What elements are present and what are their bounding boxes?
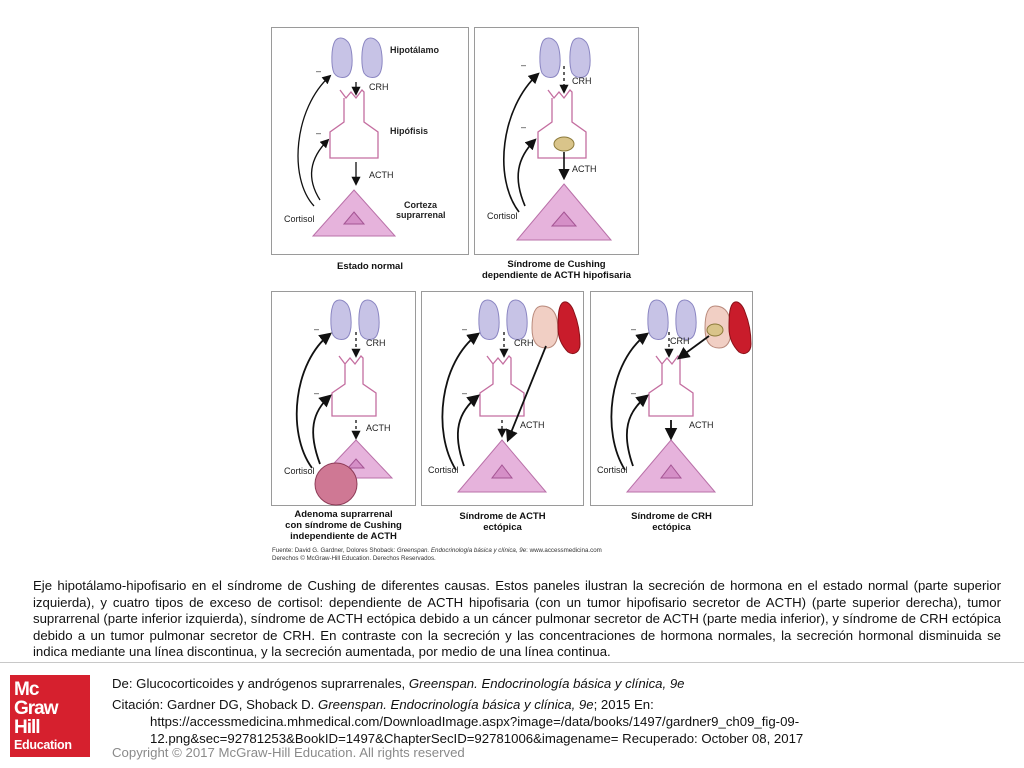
label-cortisol: Cortisol — [284, 214, 315, 224]
minus-sign: – — [316, 128, 322, 138]
label-crh: CRH — [366, 338, 386, 348]
pituitary-shape — [479, 355, 525, 417]
pituitary-tumor — [553, 136, 575, 152]
citation-line: Citación: Gardner DG, Shoback D. Greensp… — [112, 697, 654, 712]
minus-sign: – — [314, 388, 320, 398]
label-cortisol: Cortisol — [428, 465, 459, 475]
label-acth: ACTH — [689, 420, 714, 430]
caption-ectopic-crh: Síndrome de CRH ectópica — [631, 511, 712, 533]
adrenal-shape — [625, 439, 717, 493]
label-crh: CRH — [514, 338, 534, 348]
caption-normal: Estado normal — [337, 261, 403, 272]
hypothalamus-shape — [478, 299, 528, 340]
label-cortisol: Cortisol — [284, 466, 315, 476]
label-pituitary: Hipófisis — [390, 126, 429, 136]
label-acth: ACTH — [520, 420, 545, 430]
minus-sign: – — [631, 388, 637, 398]
caption-ectopic-acth: Síndrome de ACTH ectópica — [459, 511, 546, 533]
lung-with-tumor — [531, 301, 581, 355]
label-acth: ACTH — [572, 164, 597, 174]
label-crh: CRH — [572, 76, 592, 86]
panel-ectopic-acth: CRH ACTH Cortisol – – — [421, 291, 584, 506]
caption-pituitary-acth: Síndrome de Cushing dependiente de ACTH … — [481, 259, 632, 281]
feedback-arrow-pituitary — [457, 394, 480, 467]
minus-sign: – — [631, 324, 637, 334]
hypothalamus-shape — [539, 37, 591, 78]
minus-sign: – — [316, 66, 322, 76]
minus-sign: – — [462, 388, 468, 398]
copyright-notice: Copyright © 2017 McGraw-Hill Education. … — [112, 745, 465, 760]
ectopic-crh-arrow — [676, 335, 710, 360]
panel-pituitary-acth: CRH ACTH Cortisol – – — [474, 27, 639, 255]
hypothalamus-shape — [330, 299, 380, 340]
adrenal-shape — [311, 189, 397, 237]
label-cortisol: Cortisol — [597, 465, 628, 475]
lung-with-tumor — [704, 301, 752, 355]
adrenal-adenoma — [314, 462, 358, 506]
figure-source: Fuente: David G. Gardner, Dolores Shobac… — [272, 547, 602, 562]
footer-divider — [0, 662, 1024, 663]
feedback-arrow-pituitary — [312, 394, 332, 465]
source-chapter: De: Glucocorticoides y andrógenos suprar… — [112, 676, 685, 691]
hypothalamus-shape — [331, 37, 383, 78]
panel-normal-state: Hipotálamo CRH Hipófisis ACTH Corteza su… — [271, 27, 469, 255]
feedback-arrow-hypothalamus — [503, 72, 540, 213]
label-adrenal-cortex-2: suprarrenal — [396, 210, 446, 220]
feedback-arrow-pituitary — [310, 138, 330, 201]
hypothalamus-shape — [647, 299, 697, 340]
label-crh: CRH — [369, 82, 389, 92]
minus-sign: – — [314, 324, 320, 334]
citation-url-line1: https://accessmedicina.mhmedical.com/Dow… — [150, 714, 800, 729]
label-cortisol: Cortisol — [487, 211, 518, 221]
minus-sign: – — [462, 324, 468, 334]
panel-ectopic-crh: CRH ACTH Cortisol – – — [590, 291, 753, 506]
ectopic-acth-arrow — [505, 345, 547, 443]
feedback-arrow-hypothalamus — [441, 332, 481, 471]
pituitary-shape — [331, 355, 377, 417]
label-crh: CRH — [670, 336, 690, 346]
feedback-arrow-hypothalamus — [610, 332, 650, 471]
feedback-arrow-pituitary — [626, 394, 649, 467]
minus-sign: – — [521, 60, 527, 70]
feedback-arrow-hypothalamus — [297, 74, 332, 207]
pituitary-shape — [537, 89, 587, 159]
pituitary-shape — [329, 89, 379, 159]
pituitary-shape — [648, 355, 694, 417]
label-acth: ACTH — [366, 423, 391, 433]
label-acth: ACTH — [369, 170, 394, 180]
label-hypothalamus: Hipotálamo — [390, 45, 440, 55]
label-adrenal-cortex-1: Corteza — [404, 200, 438, 210]
panel-adrenal-adenoma: CRH ACTH Cortisol – – — [271, 291, 416, 506]
feedback-arrow-hypothalamus — [295, 332, 332, 469]
figure-description: Eje hipotálamo-hipofisario en el síndrom… — [33, 578, 1001, 660]
citation-url-line2: 12.png&sec=92781253&BookID=1497&ChapterS… — [150, 731, 804, 746]
mcgraw-hill-logo: Mc Graw Hill Education — [10, 675, 90, 757]
minus-sign: – — [521, 122, 527, 132]
feedback-arrow-pituitary — [517, 138, 537, 207]
adrenal-shape — [515, 183, 613, 241]
adrenal-shape — [456, 439, 548, 493]
caption-adrenal-adenoma: Adenoma suprarrenal con síndrome de Cush… — [285, 509, 402, 542]
